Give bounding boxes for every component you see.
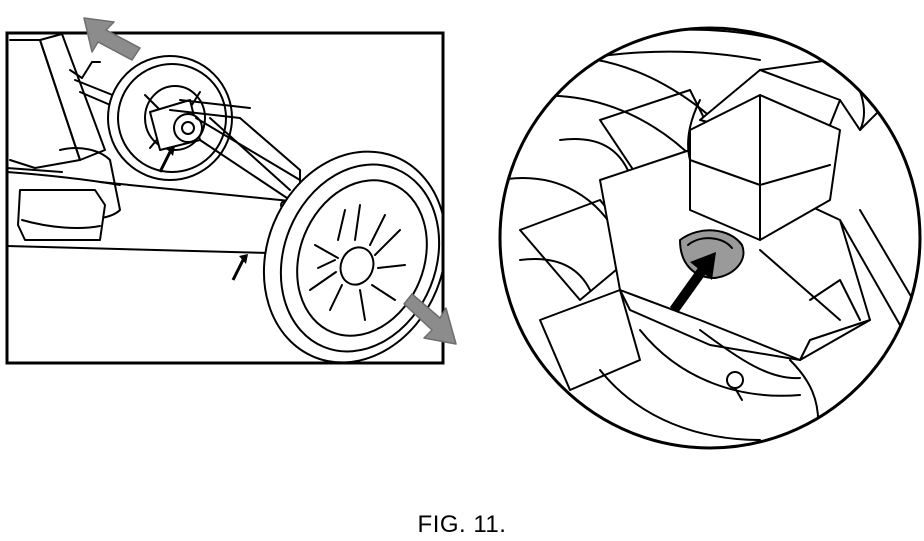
left-panel — [5, 17, 457, 365]
axle-hub — [149, 99, 301, 210]
grey-arrow-icon-down — [403, 293, 457, 345]
front-wheel — [262, 150, 443, 363]
zoom-circle-outline — [498, 26, 922, 450]
pointer-arrow-icon-frame — [231, 254, 248, 281]
frame-tube — [9, 33, 121, 241]
zoom-detail — [498, 26, 922, 450]
pointer-arrow-icon-hub — [158, 146, 175, 173]
left-panel-frame — [5, 31, 445, 365]
grey-arrow-icon-up — [83, 17, 141, 61]
figure-caption: FIG. 11. — [417, 511, 507, 538]
pointer-arrow-icon-button — [669, 252, 716, 313]
